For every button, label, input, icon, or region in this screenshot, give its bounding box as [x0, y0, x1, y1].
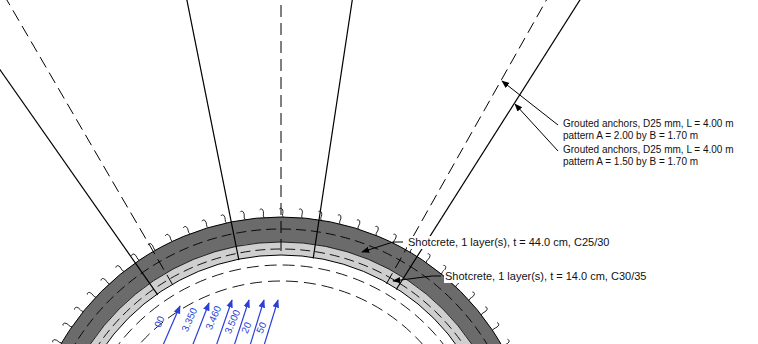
rock-symbol [240, 211, 245, 220]
rock-symbol [501, 339, 511, 344]
anchor-line [387, 0, 635, 284]
rock-symbol [221, 214, 227, 223]
anchor-label: Grouted anchors, D25 mm, L = 4.00 m [562, 144, 735, 156]
rock-symbol [101, 277, 110, 286]
rock-symbol [354, 219, 360, 229]
dimension-value: 00 [152, 314, 168, 331]
rock-symbol [165, 233, 172, 243]
rock-symbol [62, 322, 71, 330]
anchor-line [0, 0, 158, 295]
dashed-ring [59, 249, 503, 344]
anchor-line [140, 0, 239, 260]
dashed-ring [91, 281, 471, 344]
material-label: Shotcrete, 1 layer(s), t = 14.0 cm, C30/… [444, 270, 647, 283]
rock-symbol [336, 214, 342, 223]
rock-symbol [466, 292, 475, 301]
rock-symbol [87, 291, 96, 300]
rock-symbol [74, 306, 83, 315]
rock-symbol [490, 322, 500, 330]
dashed-ring [75, 265, 487, 344]
rock-symbol [115, 265, 124, 274]
dimension-value: 3.350 [179, 305, 201, 334]
rock-symbol [202, 219, 208, 229]
rock-symbol [260, 209, 265, 218]
leader-line [362, 242, 403, 252]
rock-symbols [43, 208, 510, 344]
anchor-line [0, 0, 173, 285]
dimension-value: 50 [254, 320, 270, 337]
rock-symbol [479, 306, 488, 315]
rock-symbol [183, 226, 190, 236]
rock-symbol [298, 209, 303, 218]
rock-symbol [52, 338, 62, 344]
leader-line [502, 81, 558, 125]
leader-line [393, 276, 441, 281]
dimension-value: 3.460 [203, 303, 225, 332]
dimension-arrows [160, 300, 278, 344]
anchor-label: Grouted anchors, D25 mm, L = 4.00 m [562, 118, 735, 130]
leader-line [515, 104, 558, 151]
leader-lines [362, 81, 558, 281]
anchor-line [281, 0, 282, 251]
excavation-line [65, 255, 497, 344]
material-label: Shotcrete, 1 layer(s), t = 44.0 cm, C25/… [407, 236, 610, 249]
anchor-pattern: pattern A = 2.00 by B = 1.70 m [562, 130, 699, 142]
rock-symbol [423, 253, 431, 262]
inner-shotcrete [52, 242, 510, 344]
dimension-value: 20 [239, 320, 255, 337]
rock-symbol [131, 253, 139, 262]
anchor-line [313, 0, 389, 258]
anchor-pattern: pattern A = 1.50 by B = 1.70 m [562, 156, 699, 168]
rock-symbol [372, 226, 379, 236]
